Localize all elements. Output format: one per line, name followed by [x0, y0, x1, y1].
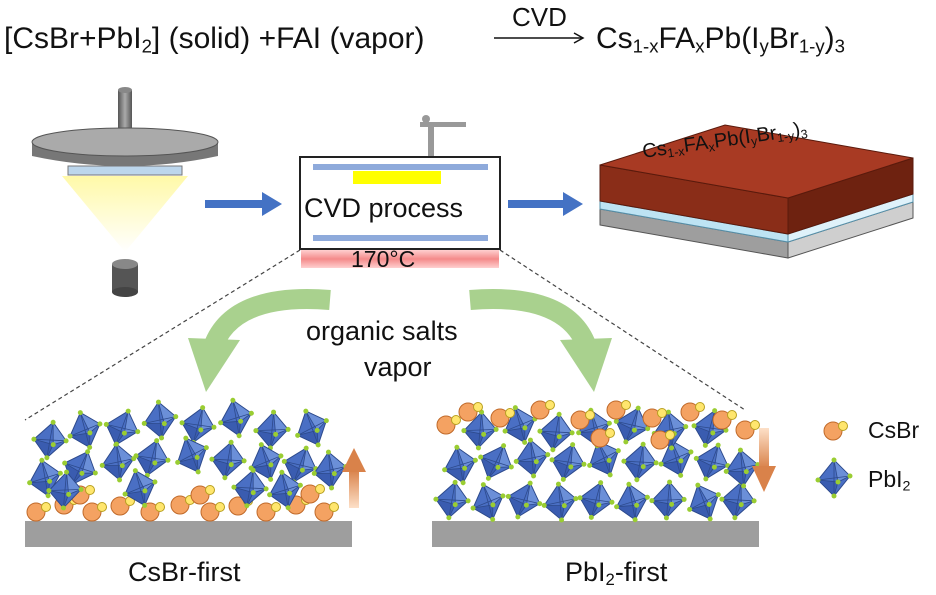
zoom-guide-lines — [24, 249, 746, 421]
csbr-particle — [170, 495, 195, 515]
legend-label-csbr: CsBr — [868, 417, 920, 443]
csbr-particle — [110, 496, 135, 516]
octahedron — [205, 436, 251, 484]
csbr-particle — [735, 420, 760, 440]
octahedron — [539, 479, 581, 525]
octahedron — [429, 476, 475, 524]
panel-csbr-first — [22, 394, 366, 547]
up-arrow-icon — [342, 448, 366, 508]
reaction-arrow-label: CVD — [512, 2, 567, 32]
octahedron — [61, 404, 109, 456]
csbr-particle — [200, 502, 225, 522]
reaction-product: Cs1-xFAxPb(IyBr1-y)3 — [596, 22, 846, 57]
down-arrow-icon — [752, 428, 776, 492]
cvd-chamber-icon — [299, 115, 501, 268]
octahedron — [139, 397, 181, 443]
octahedron — [174, 399, 222, 451]
cvd-process-label: CVD process — [304, 193, 464, 223]
csbr-particle — [314, 502, 339, 522]
csbr-particle — [26, 502, 51, 522]
vapor-arrow-right — [469, 289, 612, 392]
temperature-label: 170°C — [351, 246, 416, 272]
csbr-particle — [190, 485, 215, 505]
octahedron — [287, 401, 337, 455]
octahedron — [572, 474, 620, 526]
substrate-right — [432, 521, 759, 547]
octahedron — [715, 476, 761, 524]
vapor-label-line2: vapor — [364, 352, 432, 382]
octahedron — [687, 435, 737, 489]
process-arrow-1 — [205, 192, 282, 216]
csbr-particle — [590, 428, 615, 448]
csbr-particle-icon — [823, 421, 848, 441]
spin-coater-icon — [31, 87, 219, 297]
octahedron — [464, 476, 512, 528]
film-stack-icon — [599, 124, 914, 259]
reaction-equation: [CsBr+PbI2] (solid) +FAI (vapor) — [4, 22, 425, 57]
panel-label-csbr-first: CsBr-first — [128, 557, 241, 587]
octahedron — [213, 394, 259, 442]
octahedron — [499, 473, 549, 527]
csbr-particle — [436, 415, 461, 435]
vapor-arrow-left — [188, 289, 331, 392]
csbr-particle — [680, 402, 705, 422]
octahedron — [511, 435, 553, 481]
panel-label-pbi2-first: PbI2-first — [565, 557, 668, 590]
octahedron-icon — [815, 457, 853, 499]
octahedron — [97, 401, 147, 455]
csbr-particle — [712, 410, 737, 430]
csbr-particle — [300, 484, 325, 504]
octahedron — [437, 441, 483, 489]
octahedron — [251, 407, 293, 453]
legend-label-pbi2: PbI2 — [868, 466, 911, 495]
legend — [815, 421, 853, 499]
panel-pbi2-first — [429, 398, 776, 547]
process-arrow-2 — [508, 192, 583, 216]
octahedron — [609, 478, 655, 526]
heater — [301, 250, 499, 268]
octahedron — [27, 416, 73, 464]
csbr-particle — [256, 502, 281, 522]
octahedron — [647, 477, 689, 523]
reaction-arrow — [494, 32, 585, 44]
vapor-label-line1: organic salts — [306, 316, 458, 346]
substrate-left — [25, 521, 352, 547]
octahedron — [679, 475, 729, 529]
csbr-particle — [530, 400, 555, 420]
csbr-particle — [82, 502, 107, 522]
